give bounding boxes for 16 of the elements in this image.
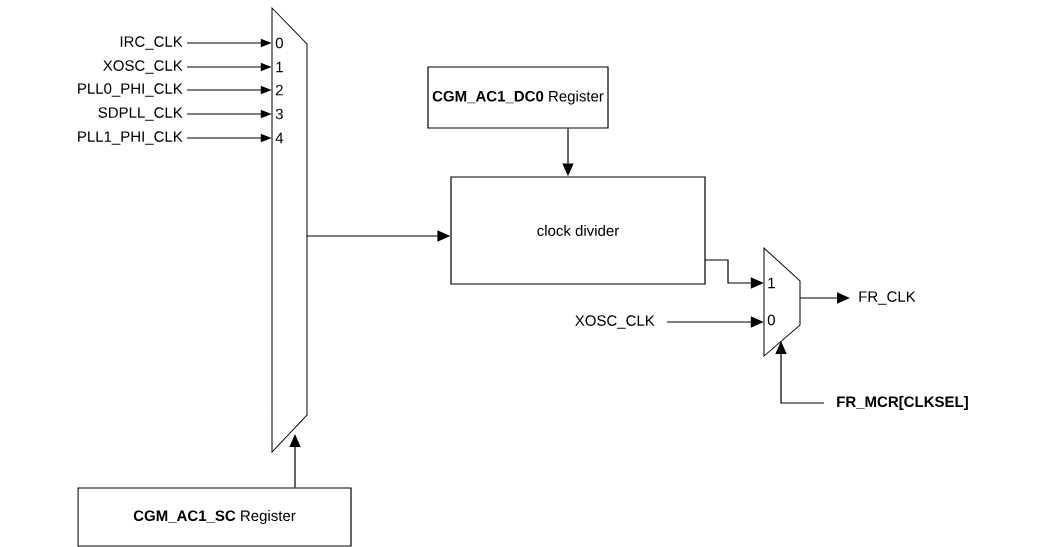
signal-label: FR_CLK xyxy=(859,291,916,305)
multiplexer: 0 1 2 3 4 xyxy=(271,7,308,453)
signal-label: XOSC_CLK xyxy=(103,60,183,74)
register-box: CGM_AC1_DC0 Register xyxy=(427,66,609,129)
arrow xyxy=(289,434,301,488)
signal-label: PLL0_PHI_CLK xyxy=(78,83,183,97)
process-box: clock divider xyxy=(450,176,706,285)
signal-label: SDPLL_CLK xyxy=(98,107,183,121)
signal-label: XOSC_CLK xyxy=(575,315,655,329)
register-box: CGM_AC1_SC Register xyxy=(77,487,352,547)
signal-label: IRC_CLK xyxy=(120,36,183,50)
arrow xyxy=(799,292,850,304)
signal-label: FR_MCR[CLKSEL] xyxy=(837,396,968,410)
arrow xyxy=(775,341,825,404)
multiplexer: 1 0 xyxy=(763,247,801,357)
signal-label: PLL1_PHI_CLK xyxy=(78,131,183,145)
